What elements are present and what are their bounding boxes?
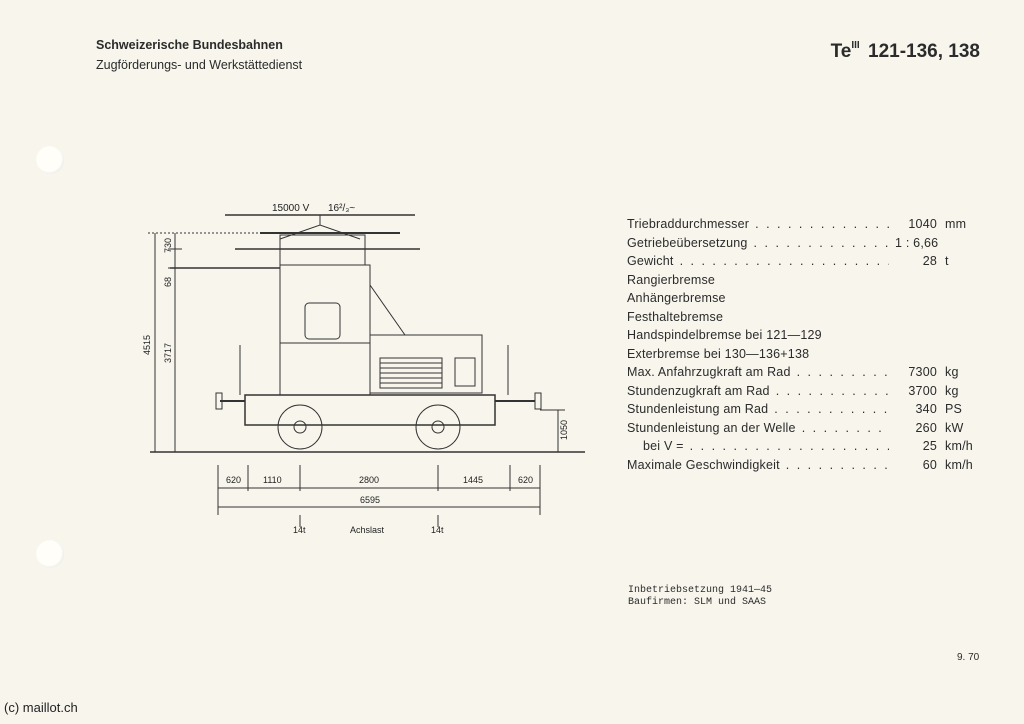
locomotive-side-drawing: 15000 V 16²/₃~ xyxy=(142,203,585,535)
spec-label: bei V = xyxy=(643,439,684,453)
spec-unit: km/h xyxy=(945,457,973,472)
spec-label: Stundenzugkraft am Rad xyxy=(627,383,770,398)
spec-dot-leader xyxy=(680,254,889,268)
copyright-notice: (c) maillot.ch xyxy=(4,700,78,715)
spec-label: Maximale Geschwindigkeit xyxy=(627,457,780,472)
spec-dot-leader xyxy=(797,365,889,379)
builders: Baufirmen: SLM und SAAS xyxy=(628,597,767,608)
dim-height-total: 4515 xyxy=(142,335,152,355)
spec-unit: kW xyxy=(945,420,964,435)
spec-dot-leader xyxy=(754,236,889,250)
dim-height-mid: 68 xyxy=(163,277,173,287)
spec-row: Gewicht 28 t xyxy=(627,254,987,273)
spec-row: Stundenleistung an der Welle 260 kW xyxy=(627,421,987,440)
spec-value: 1040 xyxy=(908,217,937,231)
spec-row: Festhaltebremse xyxy=(627,310,987,329)
punch-hole-bottom xyxy=(36,540,64,568)
spec-row: Rangierbremse xyxy=(627,273,987,292)
spec-label: Exterbremse bei 130—136+138 xyxy=(627,346,810,361)
spec-row: Stundenzugkraft am Rad 3700 kg xyxy=(627,384,987,403)
hood xyxy=(369,334,483,394)
commissioning-info: Inbetriebsetzung 1941—45 Baufirmen: SLM … xyxy=(628,585,772,609)
commissioning-years: Inbetriebsetzung 1941—45 xyxy=(628,585,773,596)
dim-620-left: 620 xyxy=(226,475,241,485)
vertical-dimensions xyxy=(148,232,565,452)
locomotive-type-title: TeIII 121-136, 138 xyxy=(831,40,980,63)
spec-dot-leader xyxy=(776,384,889,398)
spec-dot-leader xyxy=(690,439,889,453)
spec-value: 260 xyxy=(915,420,937,435)
axle-load-left: 14t xyxy=(293,525,306,535)
edition-date: 9. 70 xyxy=(957,652,980,663)
dim-620-right: 620 xyxy=(518,475,533,485)
spec-label: Triebraddurchmesser xyxy=(627,217,750,231)
cab-body xyxy=(279,264,406,396)
axle-load-right: 14t xyxy=(431,525,444,535)
spec-row: Triebraddurchmesser 1040 mm xyxy=(627,217,987,236)
spec-row: Max. Anfahrzugkraft am Rad 7300 kg xyxy=(627,365,987,384)
pantograph xyxy=(170,215,420,269)
spec-value: 28 xyxy=(922,254,937,268)
spec-label: Max. Anfahrzugkraft am Rad xyxy=(627,365,791,379)
voltage-label: 15000 V xyxy=(272,203,310,214)
spec-value: 60 xyxy=(922,457,937,472)
type-prefix: Te xyxy=(830,41,852,62)
spec-label: Rangierbremse xyxy=(627,272,716,287)
spec-value: 340 xyxy=(915,402,937,416)
spec-unit: t xyxy=(945,254,949,268)
dim-buffer-height: 1050 xyxy=(559,420,569,440)
spec-label: Festhaltebremse xyxy=(627,309,724,324)
axle-load-label: Achslast xyxy=(350,525,385,535)
spec-value: 3700 xyxy=(908,383,937,398)
spec-row: Handspindelbremse bei 121—129 xyxy=(627,328,987,347)
type-numbers: 121-136, 138 xyxy=(868,41,980,62)
spec-dot-leader xyxy=(802,421,889,435)
spec-row: bei V = 25 km/h xyxy=(627,439,987,458)
punch-hole-top xyxy=(36,146,64,174)
spec-row: Stundenleistung am Rad 340 PS xyxy=(627,402,987,421)
wheels xyxy=(277,404,461,450)
spec-label: Stundenleistung an der Welle xyxy=(627,420,796,435)
spec-value: 1 : 6,66 xyxy=(895,235,939,250)
spec-value: 7300 xyxy=(908,365,937,379)
spec-dot-leader xyxy=(774,402,889,416)
spec-row: Exterbremse bei 130—136+138 xyxy=(627,347,987,366)
document-header: Schweizerische Bundesbahnen Zugförderung… xyxy=(96,38,302,72)
spec-label: Stundenleistung am Rad xyxy=(627,402,769,416)
spec-label: Anhängerbremse xyxy=(627,291,726,305)
spec-label: Gewicht xyxy=(627,254,674,268)
spec-dot-leader xyxy=(755,217,889,231)
horizontal-dimensions xyxy=(217,465,541,527)
spec-unit: PS xyxy=(945,402,963,416)
spec-row: Getriebeübersetzung 1 : 6,66 xyxy=(627,236,987,255)
dim-1445: 1445 xyxy=(463,475,483,485)
dim-length-total: 6595 xyxy=(360,495,380,505)
dim-height-body: 3717 xyxy=(163,343,173,363)
spec-unit: km/h xyxy=(945,439,973,453)
technical-specifications: Triebraddurchmesser 1040 mmGetriebeüberset… xyxy=(627,217,987,476)
dim-1110: 1110 xyxy=(263,475,282,485)
spec-label: Getriebeübersetzung xyxy=(627,235,748,250)
spec-unit: mm xyxy=(945,217,967,231)
dim-height-top: 730 xyxy=(163,238,173,253)
spec-unit: kg xyxy=(945,365,959,379)
spec-row: Anhängerbremse xyxy=(627,291,987,310)
frame xyxy=(215,345,542,426)
frequency-label: 16²/₃~ xyxy=(328,203,355,214)
dim-2800: 2800 xyxy=(359,475,379,485)
spec-row: Maximale Geschwindigkeit 60 km/h xyxy=(627,458,987,477)
organization-name: Schweizerische Bundesbahnen xyxy=(96,38,283,52)
spec-label: Handspindelbremse bei 121—129 xyxy=(627,328,822,342)
spec-value: 25 xyxy=(922,439,937,453)
department-name: Zugförderungs- und Werkstättedienst xyxy=(96,58,303,72)
spec-unit: kg xyxy=(945,383,959,398)
spec-dot-leader xyxy=(786,458,889,472)
type-superscript: III xyxy=(851,40,860,51)
